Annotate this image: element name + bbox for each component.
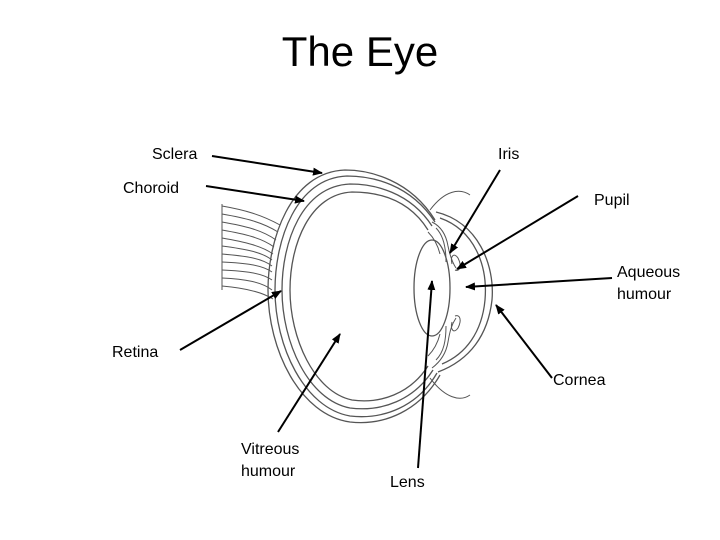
label-vitreous-humour: Vitreous humour	[241, 441, 300, 480]
arrow-choroid	[205, 185, 305, 204]
arrow-pupil	[456, 195, 579, 270]
iris-shape	[427, 221, 461, 369]
eyeball-layers	[267, 169, 441, 424]
cornea-shape	[435, 211, 493, 373]
arrow-vitreous	[277, 333, 341, 433]
label-pupil: Pupil	[594, 192, 630, 209]
label-retina: Retina	[112, 344, 159, 361]
arrow-retina	[179, 290, 282, 351]
arrow-cornea	[495, 304, 553, 379]
label-choroid: Choroid	[123, 180, 180, 197]
label-aqueous-humour: Aqueous humour	[617, 264, 681, 303]
arrow-sclera	[211, 155, 323, 176]
pointer-arrows	[179, 155, 613, 469]
lens-shape	[413, 239, 451, 337]
arrow-iris	[449, 169, 501, 254]
optic-nerve	[221, 204, 281, 300]
label-cornea: Cornea	[553, 372, 606, 389]
label-sclera: Sclera	[152, 146, 198, 163]
eyelid-lines	[429, 190, 471, 399]
page-title: The Eye	[281, 28, 439, 75]
label-lens: Lens	[390, 474, 425, 491]
arrow-lens	[417, 280, 436, 469]
arrow-aqueous	[465, 277, 613, 291]
label-iris: Iris	[498, 146, 520, 163]
